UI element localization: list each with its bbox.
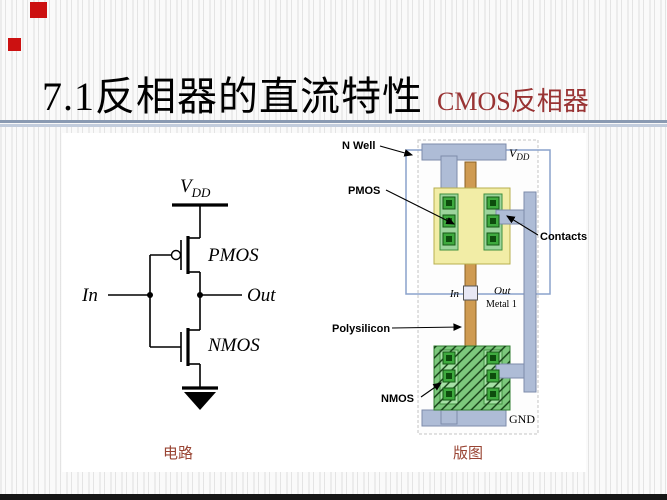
title-divider-line	[0, 120, 667, 127]
cmos-inverter-schematic: VDD PMOS Out In	[81, 176, 276, 410]
out-label: Out	[247, 285, 276, 306]
nmos-transistor-symbol: NMOS	[150, 328, 260, 366]
output-node: Out	[197, 285, 276, 306]
title-main-text: 7.1反相器的直流特性	[42, 74, 423, 119]
contact	[442, 196, 456, 210]
vdd-label: VDD	[180, 176, 211, 200]
layout-vdd-label: VDD	[509, 146, 530, 162]
nmos-drain-metal-stub	[495, 363, 527, 379]
slide-bottom-edge	[0, 494, 667, 500]
decor-red-square-top	[30, 2, 47, 18]
contact	[442, 232, 456, 246]
vdd-rail: VDD	[172, 176, 228, 238]
pmos-label: PMOS	[207, 245, 259, 266]
contact	[442, 351, 456, 365]
polysilicon-callout-arrow	[391, 323, 463, 331]
nwell-callout-label: N Well	[342, 140, 375, 152]
contact	[486, 214, 500, 228]
vdd-label-sub: DD	[191, 185, 211, 200]
gnd-metal-rail	[421, 409, 507, 427]
contacts-callout-label: Contacts	[540, 231, 587, 243]
nmos-callout-arrow	[420, 382, 442, 398]
layout-gnd-label: GND	[509, 412, 535, 426]
contact	[442, 387, 456, 401]
layout-metal1-label: Metal 1	[486, 299, 517, 310]
layout-vdd-base: V	[509, 146, 518, 160]
contact	[486, 232, 500, 246]
layout-in-label: In	[449, 288, 460, 300]
nmos-label: NMOS	[207, 335, 260, 356]
ground-symbol	[182, 364, 218, 410]
layout-callouts: N Well PMOS Contacts Polysilicon NMOS	[332, 140, 587, 405]
contact	[486, 387, 500, 401]
nmos-callout-label: NMOS	[381, 393, 414, 405]
cmos-inverter-layout: VDD GND In Out Metal 1 N Well PMOS Conta…	[332, 139, 587, 435]
ground-triangle	[184, 392, 216, 410]
title-sub-text: CMOS反相器	[437, 87, 589, 116]
input-node: In	[81, 255, 153, 347]
out-metal1-strip	[523, 191, 537, 393]
contacts-callout-arrow	[506, 215, 539, 236]
contact	[442, 369, 456, 383]
page-title: 7.1反相器的直流特性 CMOS反相器	[42, 64, 589, 122]
contact	[486, 351, 500, 365]
pmos-drain-metal-stub	[495, 209, 527, 225]
contact	[486, 196, 500, 210]
layout-out-label: Out	[494, 285, 511, 297]
circuit-caption: 电路	[162, 446, 193, 462]
pmos-callout-label: PMOS	[348, 185, 380, 197]
decor-red-square-left	[8, 38, 21, 51]
polysilicon-callout-label: Polysilicon	[332, 323, 390, 335]
nwell-callout-arrow	[379, 145, 414, 157]
pmos-gate-bubble	[170, 249, 182, 261]
input-poly-pad	[463, 285, 478, 301]
contact	[486, 369, 500, 383]
pmos-transistor-symbol: PMOS	[150, 236, 259, 274]
pmos-callout-arrow	[385, 189, 455, 225]
layout-caption: 版图	[452, 446, 483, 462]
in-label: In	[81, 285, 98, 306]
layout-vdd-sub: DD	[515, 152, 529, 162]
vdd-metal-rail	[421, 143, 507, 161]
vdd-label-base: V	[180, 176, 194, 197]
